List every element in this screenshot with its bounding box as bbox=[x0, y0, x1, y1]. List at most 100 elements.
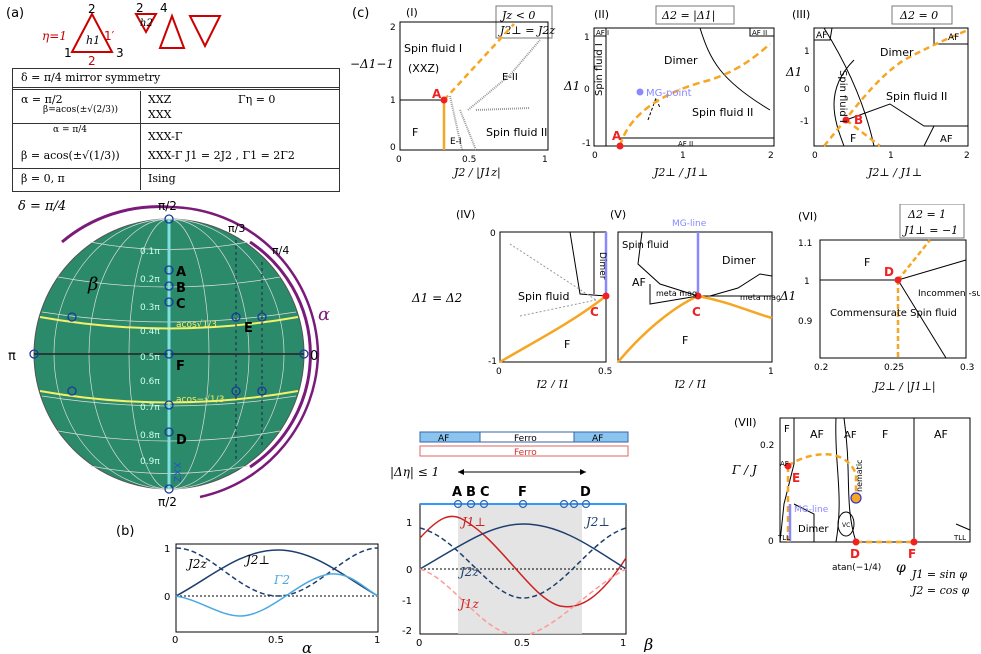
p2-dimer: Dimer bbox=[664, 54, 698, 67]
p4-xtick: 0.5 bbox=[598, 367, 612, 377]
bar-label: Ferro bbox=[514, 448, 537, 458]
symmetry-table: δ = π/4 mirror symmetry α = π/2 XXZ Γη =… bbox=[12, 68, 340, 192]
point-E: E bbox=[244, 321, 253, 336]
p7-nem: nematic bbox=[855, 460, 864, 492]
lat-labels: 0.1π 0.2π 0.3π 0.4π 0.5π 0.6π 0.7π 0.8π … bbox=[140, 247, 160, 467]
p7-point-f bbox=[910, 538, 918, 546]
b-j2perp: J2⊥ bbox=[243, 553, 270, 567]
p7-af1: AF bbox=[810, 428, 824, 441]
p6-xtick: 0.2 bbox=[814, 363, 828, 373]
p5-f: F bbox=[682, 334, 688, 347]
p6-inc: Incommen -surate bbox=[918, 289, 980, 299]
p5-meta: meta mag bbox=[656, 289, 697, 298]
lat-label: 0.9π bbox=[140, 457, 160, 467]
p1-xxz: (XXZ) bbox=[408, 62, 439, 75]
lat-label: 0.6π bbox=[140, 377, 160, 387]
p2-sf2: Spin fluid II bbox=[692, 106, 753, 119]
p2-xtick: 2 bbox=[768, 151, 774, 161]
table-row: α = π/4 XXX-Γ β = acos(±√(1/3)) XXX-Γ J1… bbox=[13, 124, 339, 169]
sphere-top: π/2 bbox=[158, 199, 177, 213]
p3-xtick: 2 bbox=[964, 151, 970, 161]
p2-ytick: -1 bbox=[582, 139, 591, 149]
beta-ytick: -2 bbox=[402, 626, 412, 637]
table-row: β = 0, π Ising bbox=[13, 169, 339, 190]
p6-f: F bbox=[864, 256, 870, 269]
p2-title: (II) bbox=[594, 8, 609, 21]
beta-j2perp: J2⊥ bbox=[583, 515, 610, 529]
b-xtick: 0.5 bbox=[268, 635, 284, 646]
p6-com: Commensurate Spin fluid bbox=[830, 308, 957, 319]
p7-mg: MG-line bbox=[794, 505, 829, 515]
triangle-big bbox=[158, 13, 186, 49]
outer-arc-right bbox=[168, 205, 320, 499]
phase-diagram-II: (II) Δ2 = |Δ1| AF I AF II AF II Dimer MG… bbox=[563, 5, 775, 179]
acos-line-down bbox=[39, 390, 299, 404]
table-cell: δ = π/4 mirror symmetry bbox=[21, 71, 161, 84]
p6-ytick: 0.9 bbox=[798, 317, 813, 327]
outer-arc bbox=[61, 205, 170, 244]
t1-right: 3 bbox=[116, 46, 124, 60]
alpha-plot-frame bbox=[175, 543, 379, 633]
p2-point-a bbox=[616, 142, 624, 150]
p1-ytick: 2 bbox=[390, 23, 396, 33]
sphere-pi4: π/4 bbox=[272, 244, 289, 257]
p7-afs: AF bbox=[780, 460, 789, 468]
p7-j1: J1 = sin φ bbox=[910, 568, 967, 581]
b-ytick: 0 bbox=[164, 592, 170, 603]
p2-af2: AF II bbox=[752, 29, 767, 37]
table-cell: XXZ bbox=[148, 93, 172, 106]
lat-label: 0.7π bbox=[140, 403, 160, 413]
triangle-diagram: 2 1 3 η=1 1′ 2 h1 2 4 h2 bbox=[42, 2, 222, 66]
p5-dimer: Dimer bbox=[722, 254, 756, 267]
p2-box bbox=[655, 5, 735, 25]
panel-label-c: (c) bbox=[352, 6, 370, 21]
alpha-plot: J2⊥ J2z Γ2 1 0 0 0.5 1 α bbox=[164, 543, 380, 654]
sphere-right: 0 bbox=[310, 349, 318, 364]
t1-left: 1 bbox=[64, 46, 72, 60]
acos-down-label: acos−√1/3 bbox=[176, 394, 224, 405]
p1-sf2: Spin fluid II bbox=[486, 126, 547, 139]
sphere-delta: δ = π/4 bbox=[18, 199, 66, 214]
p5-xlabel: J2 / J1 bbox=[672, 378, 708, 388]
p5-sf: Spin fluid bbox=[622, 240, 669, 251]
point-F: F bbox=[176, 359, 185, 374]
p7-f1: F bbox=[784, 424, 790, 435]
p3-sf: Spin fluid I bbox=[837, 70, 848, 123]
p4-dotted bbox=[509, 243, 597, 317]
table-cell: α = π/4 bbox=[53, 125, 88, 135]
p4-sf: Spin fluid bbox=[518, 290, 569, 303]
p5-xtick: 1 bbox=[768, 367, 774, 377]
p7-e: E bbox=[792, 471, 800, 485]
bar-ferro-bottom bbox=[419, 445, 629, 457]
p7-orange bbox=[786, 453, 914, 544]
beta-j1perp: J1⊥ bbox=[459, 515, 486, 529]
beta-xtick: 0 bbox=[416, 638, 422, 649]
t1-top: 2 bbox=[88, 2, 96, 16]
p7-tll1: TLL bbox=[777, 534, 790, 542]
curve-j2perp bbox=[419, 523, 627, 570]
p7-ylabel: Γ / J bbox=[731, 463, 758, 477]
p2-dashed-black bbox=[647, 96, 661, 121]
table-row: α = π/2 XXZ Γη = 0 β=acos(±√(2/3)) XXX bbox=[13, 91, 339, 124]
p1-frame bbox=[399, 21, 549, 151]
p2-xtick: 0 bbox=[592, 151, 598, 161]
p1-box1: Jz < 0 bbox=[500, 9, 535, 22]
t2-right: 4 bbox=[160, 2, 168, 15]
sphere-markers bbox=[29, 214, 309, 494]
p6-d: D bbox=[884, 265, 894, 279]
p5-point-c bbox=[694, 292, 702, 300]
p6-xlabel: J2⊥ / |J1⊥| bbox=[872, 380, 936, 394]
p2-ylabel: Δ1 bbox=[563, 79, 580, 93]
bar-label: AF bbox=[438, 434, 449, 444]
curve-j2z bbox=[175, 547, 379, 597]
p4-xlabel: J2 / J1 bbox=[534, 378, 570, 388]
sphere-bottom: π/2 bbox=[158, 495, 177, 509]
lat-label: 0.8π bbox=[140, 431, 160, 441]
p1-ylabel: −Δ1−1 bbox=[350, 57, 394, 71]
p7-vc: VC bbox=[842, 522, 850, 529]
lat-label: 0.3π bbox=[140, 303, 160, 313]
triangle-inverted bbox=[188, 15, 222, 49]
beta-j2z: J2z bbox=[457, 565, 479, 579]
p3-af1: AF bbox=[816, 31, 827, 41]
table-cell: XXX-Γ J1 = 2J2 , Γ1 = 2Γ2 bbox=[148, 149, 295, 162]
